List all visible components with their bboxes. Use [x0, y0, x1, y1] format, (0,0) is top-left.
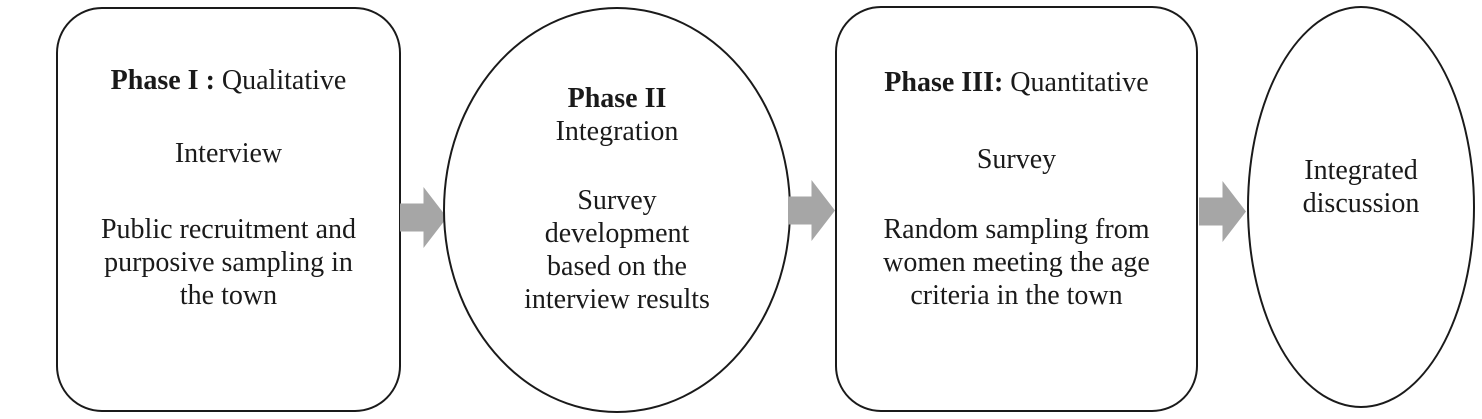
phase-2-heading: Phase II	[445, 82, 789, 115]
phase-3-body: Random sampling from women meeting the a…	[837, 213, 1196, 312]
phase-3-body-line: women meeting the age	[883, 247, 1150, 278]
phase-2-heading-bold: Phase II	[567, 83, 667, 114]
phase-3-heading-bold: Phase III:	[884, 67, 1004, 98]
outcome-body: Integrated discussion	[1249, 154, 1473, 220]
phase-3-body-line: criteria in the town	[910, 280, 1123, 311]
phase-1-body: Public recruitment and purposive samplin…	[58, 213, 399, 312]
outcome-body-line: Integrated	[1304, 155, 1418, 186]
phase-2-ellipse: Phase II Integration Survey development …	[443, 7, 791, 413]
phase-1-body-line: the town	[179, 280, 278, 311]
outcome-ellipse: Integrated discussion	[1247, 6, 1475, 408]
phase-1-heading: Phase I : Qualitative	[58, 64, 399, 97]
phase-1-body-line: purposive sampling in	[104, 247, 353, 278]
phase-2-body: Survey development based on the intervie…	[445, 184, 789, 316]
phase-1-box: Phase I : Qualitative Interview Public r…	[56, 7, 401, 412]
phase-3-heading-rest: Quantitative	[1003, 67, 1149, 98]
phase-3-box: Phase III: Quantitative Survey Random sa…	[835, 6, 1198, 412]
phase-1-subtitle: Interview	[174, 138, 283, 169]
right-arrow-icon	[788, 180, 835, 241]
phase-1-heading-bold: Phase I :	[110, 65, 215, 96]
phase-2-body-line: based on the	[547, 251, 687, 282]
phase-1-heading-rest: Qualitative	[214, 65, 347, 96]
phase-3-subtitle: Survey	[976, 144, 1057, 175]
phase-3-body-line: Random sampling from	[883, 214, 1150, 245]
phase-2-body-line: Survey	[577, 185, 657, 216]
phase-1-body-line: Public recruitment and	[100, 214, 357, 245]
phase-3-heading: Phase III: Quantitative	[837, 66, 1196, 99]
right-arrow-icon	[1199, 181, 1246, 242]
outcome-body-line: discussion	[1302, 188, 1420, 219]
phase-2-body-line: development	[544, 218, 690, 249]
phase-2-body-line: interview results	[524, 284, 710, 315]
right-arrow-icon	[400, 187, 447, 248]
phase-2-subtitle: Integration	[555, 116, 679, 147]
